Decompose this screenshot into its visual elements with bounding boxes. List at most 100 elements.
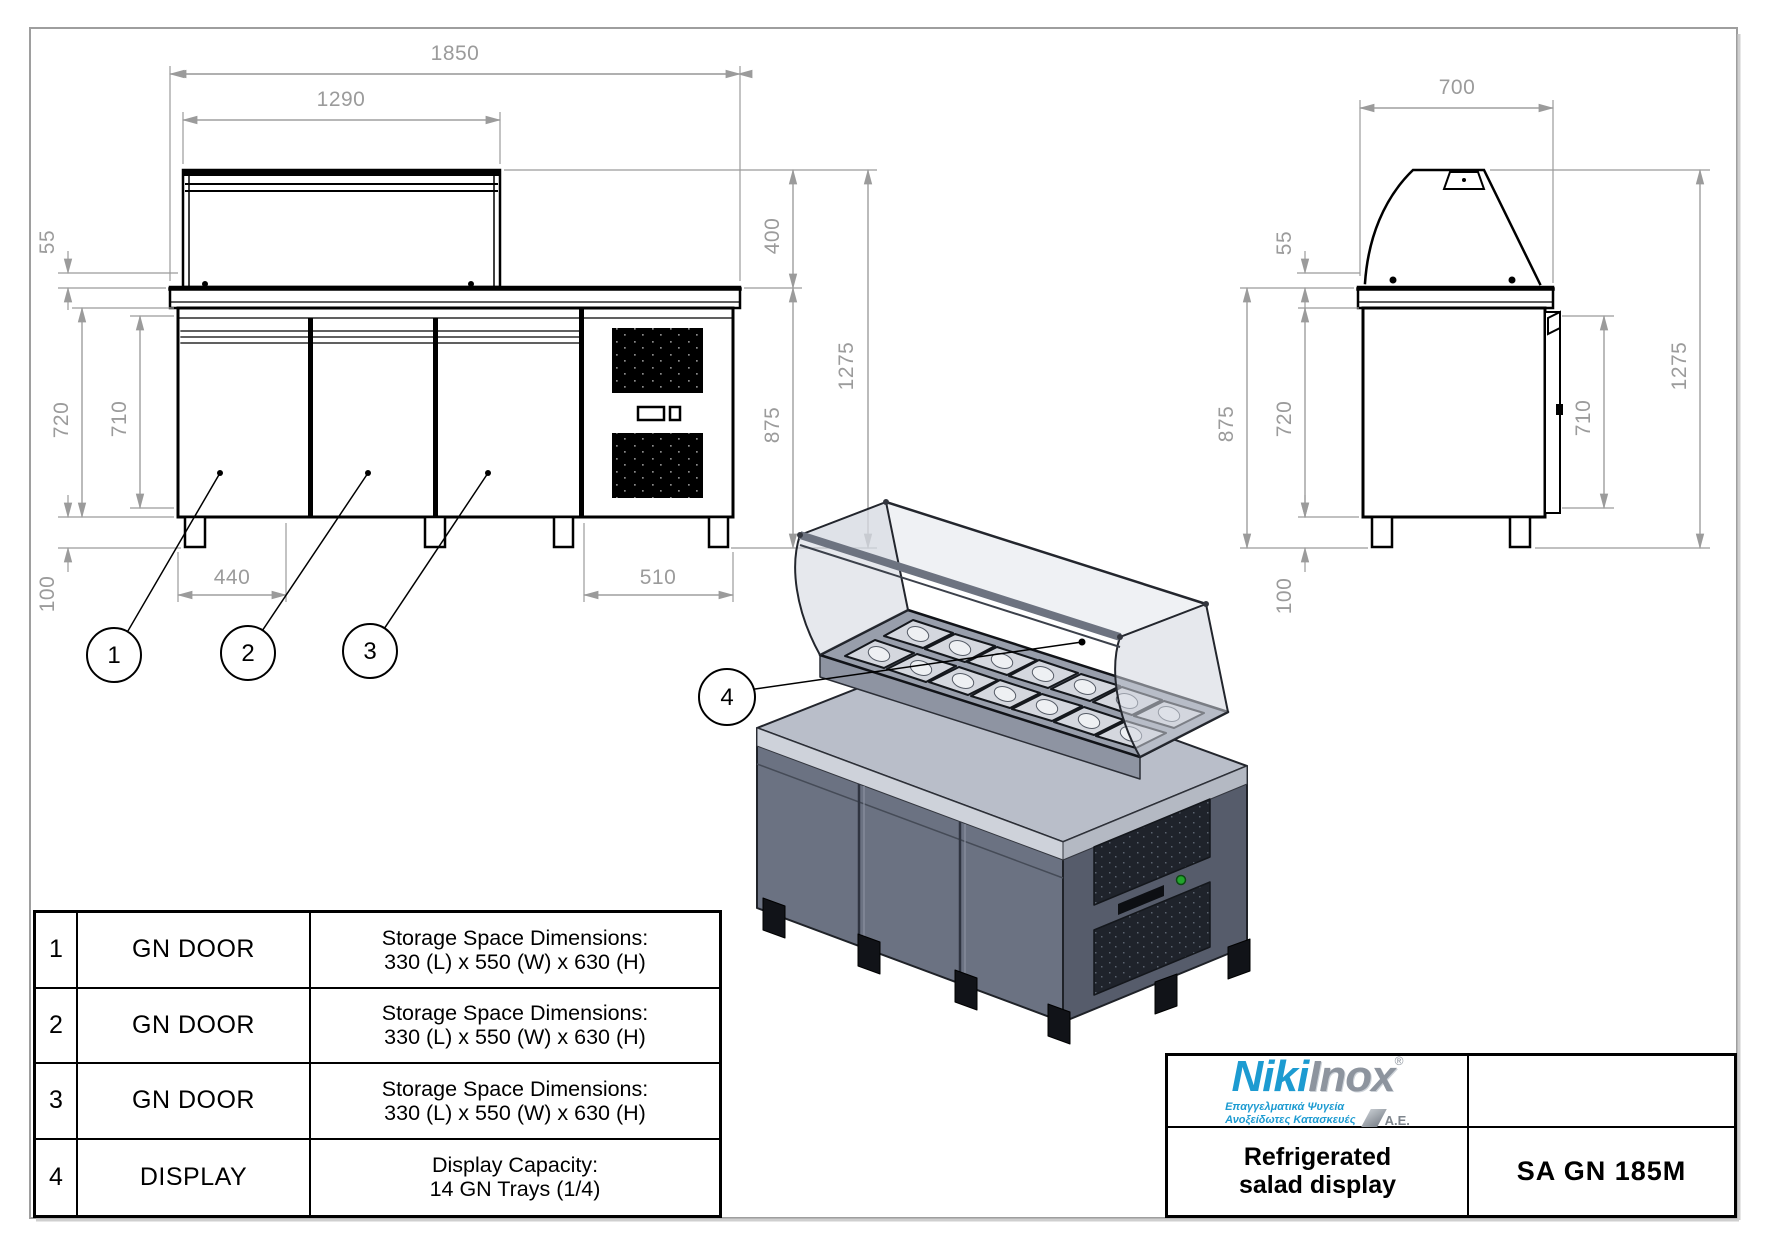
part-row-2-description: Storage Space Dimensions: 330 (L) x 550 … [311,989,719,1064]
part-row-1-description: Storage Space Dimensions: 330 (L) x 550 … [311,913,719,989]
side-view-worktop [1356,285,1555,310]
side-door-handle [1547,310,1561,336]
part-row-4-desc-line2: 14 GN Trays (1/4) [429,1177,601,1202]
front-view [168,168,742,549]
part-row-2-name: GN DOOR [132,1010,255,1039]
part-row-1-desc-line1: Storage Space Dimensions: [381,925,649,950]
dim-side-body-height: 720 [1273,401,1296,438]
logo-tagline-line2: Ανοξείδωτες Κατασκευές [1225,1114,1356,1126]
product-name-line2: salad display [1238,1170,1397,1199]
vent-grille-upper [612,328,703,393]
iso-feet [762,897,1251,1045]
logo-word-inox: Inox [1308,1051,1395,1101]
balloon-3 [342,623,398,679]
title-block-model-cell: SA GN 185M [1469,1128,1734,1215]
iso-hood-glass-right-end [1114,603,1229,758]
door-divider [308,318,313,517]
isometric-view: 4 [698,499,1251,1045]
side-view-feet [1370,515,1532,549]
logo-swoosh-icon [1360,1109,1387,1128]
front-view-cabinet [176,306,735,519]
nikiinox-logo: NikiInox® Επαγγελματικά Ψυγεία Ανοξείδωτ… [1225,1051,1410,1129]
dim-overall-length: 1850 [431,42,480,65]
part-row-4-number: 4 [49,1162,63,1191]
part-row-1-number: 1 [49,935,63,964]
product-name: Refrigerated salad display [1238,1143,1397,1199]
dim-foot-height: 100 [36,576,59,613]
product-name-line1: Refrigerated [1243,1143,1392,1171]
part-row-3-desc-line1: Storage Space Dimensions: [381,1076,649,1101]
dim-glass-gap: 55 [36,230,59,254]
model-number: SA GN 185M [1516,1156,1687,1186]
dim-side-base-height: 875 [1215,406,1238,443]
balloon-1-label: 1 [107,642,120,669]
dim-hood-height: 400 [761,218,784,255]
dim-body-height: 720 [50,402,73,439]
dim-side-glass-gap: 55 [1273,231,1296,255]
side-door-hinge [1556,404,1563,415]
dim-base-height: 875 [761,407,784,444]
iso-glass-hood [794,499,1229,758]
part-row-3-number: 3 [49,1086,63,1115]
balloon-2-label: 2 [241,640,254,667]
vent-grille-lower [612,433,703,498]
title-block-logo-cell: NikiInox® Επαγγελματικά Ψυγεία Ανοξείδωτ… [1168,1051,1469,1129]
door-divider [433,318,438,517]
front-view-balloons: 1 2 3 [86,470,491,683]
logo-company-suffix: Α.Ε. [1360,1109,1410,1129]
front-view-display-hood [181,168,502,289]
part-row-2-desc-line2: 330 (L) x 550 (W) x 630 (H) [384,1025,646,1050]
iso-hood-top-rail [798,531,1122,641]
controller-display [636,405,666,422]
iso-power-led [1175,874,1187,886]
part-row-1-desc-line2: 330 (L) x 550 (W) x 630 (H) [384,949,646,974]
dim-depth: 700 [1439,76,1476,99]
logo-ae-text: Α.Ε. [1384,1113,1410,1129]
dim-display-length: 1290 [317,88,366,111]
dim-side-overall-height: 1275 [1668,342,1691,391]
dim-engine-width: 510 [640,566,677,589]
balloon-3-label: 3 [363,638,376,665]
side-view-dimensions [1240,100,1710,572]
side-view-dimension-labels: 700 55 875 720 100 710 1275 [1215,76,1691,614]
dim-overall-height: 1275 [835,342,858,391]
engine-divider [579,308,584,517]
dim-door-height: 710 [108,401,131,438]
front-view-worktop [168,285,742,310]
logo-tagline: Επαγγελματικά Ψυγεία Ανοξείδωτες Κατασκε… [1225,1101,1356,1127]
dim-side-door-height: 710 [1572,400,1595,437]
hood-foot-dot [202,281,208,287]
hood-foot-dot [468,281,474,287]
registered-mark: ® [1394,1053,1404,1068]
side-view-cabinet [1361,306,1563,519]
part-row-2-desc-line1: Storage Space Dimensions: [381,1001,649,1026]
sheet-border [29,27,1738,1219]
iso-vent-grille-upper [1093,798,1211,906]
dim-door-width: 440 [214,566,251,589]
part-row-3-desc-line2: 330 (L) x 550 (W) x 630 (H) [384,1100,646,1125]
controller-switch [668,405,682,422]
part-row-4-desc-line1: Display Capacity: [431,1153,599,1178]
part-row-1-name: GN DOOR [132,935,255,964]
title-block-empty-cell [1469,1056,1734,1128]
balloon-4-label: 4 [720,684,733,711]
iso-worktop-edge-right [1062,765,1248,861]
part-row-4-description: Display Capacity: 14 GN Trays (1/4) [311,1140,719,1216]
part-row-3-name: GN DOOR [132,1086,255,1115]
logo-tagline-line1: Επαγγελματικά Ψυγεία [1225,1100,1345,1113]
balloon-4 [698,668,756,726]
side-view [1356,168,1563,549]
iso-controller-display [1118,885,1164,915]
parts-table: 1 GN DOOR Storage Space Dimensions: 330 … [33,910,722,1218]
title-block-product-cell: Refrigerated salad display [1168,1128,1469,1215]
part-row-4-name: DISPLAY [139,1162,248,1191]
balloon-2 [220,625,276,681]
logo-word-niki: Niki [1231,1051,1310,1101]
part-row-2-number: 2 [49,1010,63,1039]
title-block: NikiInox® Επαγγελματικά Ψυγεία Ανοξείδωτ… [1165,1053,1737,1218]
dim-side-foot-height: 100 [1273,578,1296,615]
balloon-1 [86,627,142,683]
iso-vent-grille-lower [1093,881,1211,996]
